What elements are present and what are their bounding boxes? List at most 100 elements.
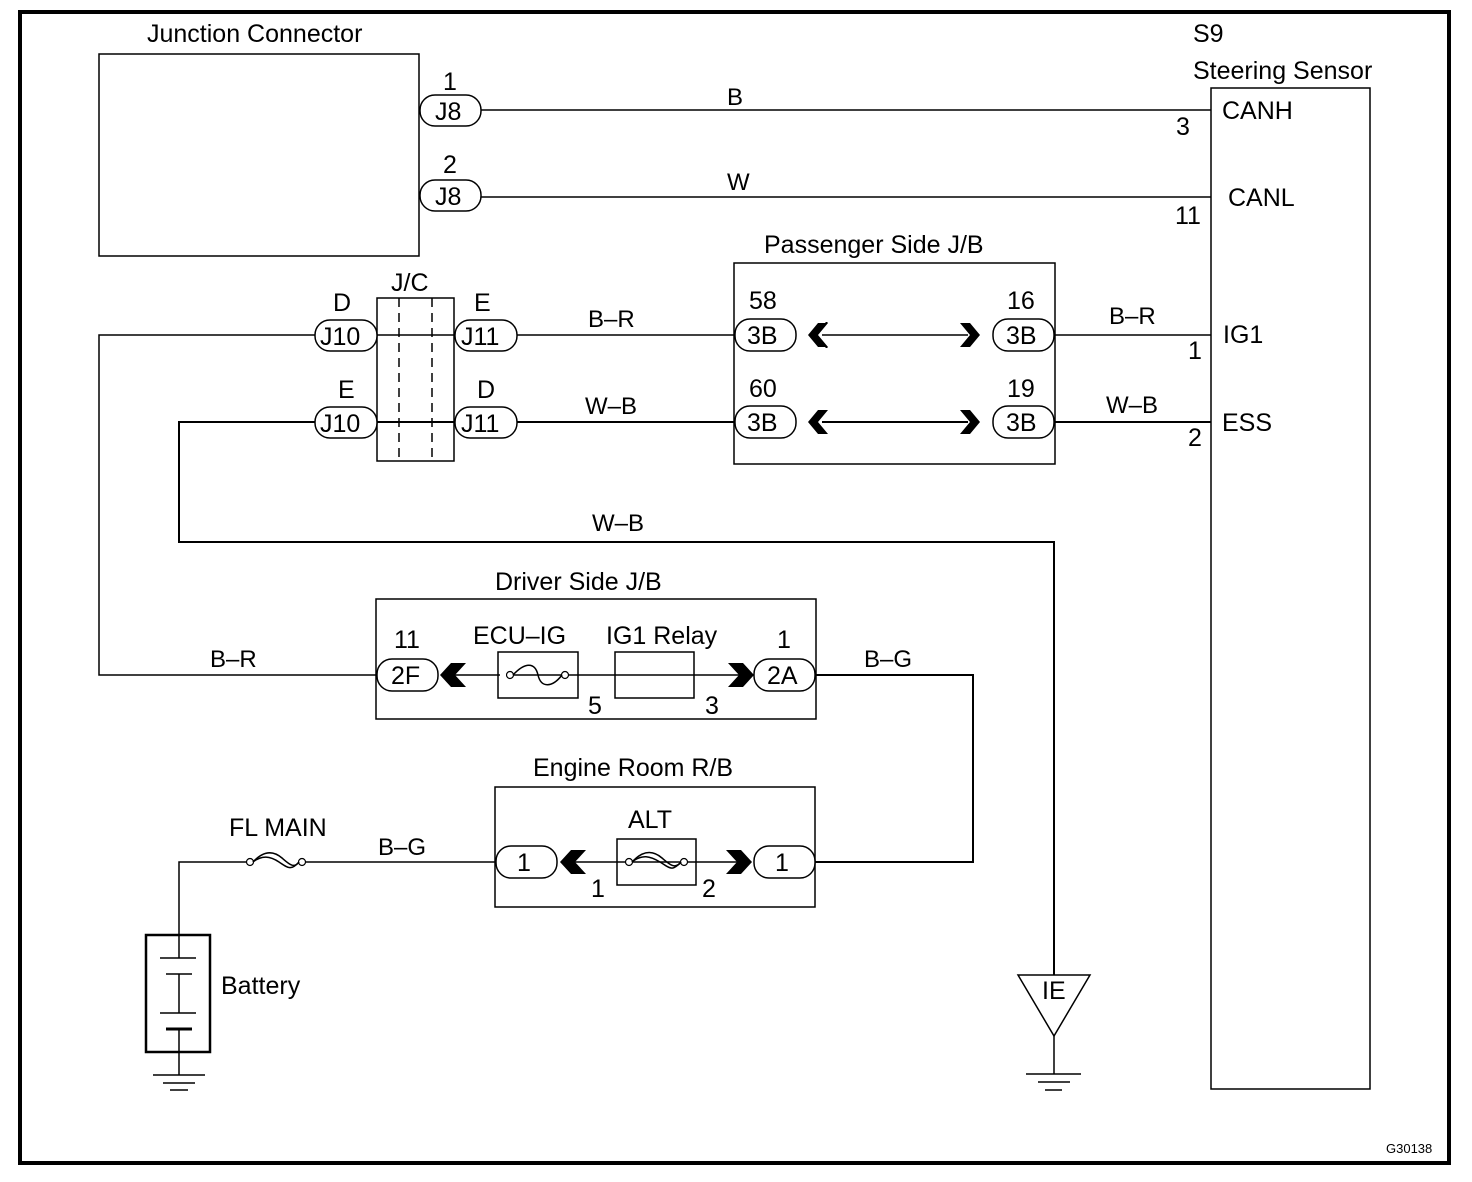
connector-pin-label: D [477,376,495,404]
connector-j11-d[interactable]: D J11 [454,376,518,439]
connector-code: J11 [461,323,499,351]
connector-pin-label: 60 [749,375,777,403]
passenger-jb-title: Passenger Side J/B [764,231,984,259]
connector-engine-rb-left[interactable]: 1 [495,845,558,879]
wire-color-canl: W [727,169,750,196]
passenger-jb-box [733,262,1056,465]
connector-2f-11[interactable]: 11 2F [376,626,439,692]
connector-oval [734,318,797,352]
arrow-left-icon [808,323,828,347]
connector-pin-label: 11 [394,626,420,654]
connector-3b-60[interactable]: 60 3B [734,375,797,439]
wire-driver-out [815,674,974,863]
terminal-pin: 11 [1175,202,1201,230]
ground-point-triangle [1016,974,1092,1038]
driver-jb-pin-label: 5 [588,692,602,720]
steering-sensor: S9 Steering Sensor CANH 3 CANL 11 IG1 1 … [1175,20,1372,1090]
wire-color-ig1-right: B–R [1109,303,1156,330]
connector-3b-16[interactable]: 16 3B [992,287,1055,352]
connector-pin-label: E [474,289,491,317]
jc-block: J/C [376,269,455,462]
connector-j11-e[interactable]: E J11 [454,289,518,352]
arrow-left-icon [560,850,586,874]
driver-jb: Driver Side J/B ECU–IG IG1 Relay 5 3 [375,568,817,720]
wire-color-ground: W–B [592,510,644,537]
connector-code: 1 [517,849,531,877]
connector-code: 3B [1006,322,1037,350]
terminal-canh: CANH [1222,97,1293,125]
driver-jb-pin-label: 3 [705,692,719,720]
connector-2a-1[interactable]: 1 2A [753,626,816,692]
battery-box [144,933,212,1054]
connector-pin-label: 1 [777,626,791,654]
connector-pin-label: D [333,289,351,317]
arrow-right-icon [726,850,752,874]
arrow-left-icon [808,410,828,434]
connector-j8-1[interactable]: 1 J8 [419,68,482,127]
connector-pin-label: 16 [1007,287,1035,315]
connector-j8-2[interactable]: 2 J8 [419,151,482,212]
terminal-pin: 2 [1188,424,1202,452]
ground-point-label: IE [1042,977,1066,1005]
diagram-id: G30138 [1386,1141,1432,1156]
wire-color-driver-out: B–G [864,646,912,673]
connector-code: J10 [320,410,360,438]
engine-rb-pin-label: 1 [591,875,605,903]
engine-rb-box [494,786,816,908]
relay-ig1-box [614,651,695,699]
connector-j10-d[interactable]: D J10 [314,289,378,352]
battery-label: Battery [221,972,301,1000]
fuse-alt-box [616,838,697,886]
connector-code: 2A [767,662,798,690]
wire-color-canh: B [727,84,743,111]
ground-icon [1026,1073,1081,1091]
wire-color-driver-in: B–R [210,646,257,673]
arrow-right-icon [728,663,754,687]
connector-3b-19[interactable]: 19 3B [992,375,1055,439]
driver-jb-title: Driver Side J/B [495,568,662,596]
fuse-ecu-ig-box [497,651,579,699]
jc-title: J/C [391,269,429,297]
connector-3b-58[interactable]: 58 3B [734,287,797,352]
fusible-link-icon [624,851,689,869]
passenger-jb: Passenger Side J/B [733,231,1056,465]
fl-main-label: FL MAIN [229,814,327,842]
connector-oval [734,405,797,439]
connector-pin-label: 1 [443,68,457,96]
wire-driver-in [98,334,377,676]
arrow-left-icon [440,663,466,687]
jc-box [376,297,455,462]
junction-connector: Junction Connector [98,20,420,257]
connector-code: 3B [1006,409,1037,437]
connector-code: J11 [461,410,499,438]
ground-icon [153,1074,205,1091]
connector-code: J8 [435,183,461,211]
connector-oval [753,845,816,879]
wire-color-ess-left: W–B [585,393,637,420]
connector-pin-label: 19 [1007,375,1035,403]
battery: Battery [144,933,301,1075]
connector-code: 1 [775,849,789,877]
driver-jb-box [375,598,817,720]
diagram-frame [18,10,1451,1165]
terminal-ig1: IG1 [1223,321,1263,349]
terminal-pin: 3 [1176,113,1190,141]
connector-pin-label: 2 [443,151,457,179]
terminal-ess: ESS [1222,409,1272,437]
terminal-canl: CANL [1228,184,1295,212]
connector-code: 2F [391,662,420,690]
engine-rb-title: Engine Room R/B [533,754,733,782]
connector-code: J8 [435,98,461,126]
junction-connector-box [98,53,420,257]
fuse-alt-label: ALT [628,806,672,834]
connector-pin-label: 58 [749,287,777,315]
connector-engine-rb-right[interactable]: 1 [753,845,816,879]
junction-connector-title: Junction Connector [147,20,362,48]
steering-sensor-code: S9 [1193,20,1224,48]
wire-ground [178,421,1055,975]
connector-j10-e[interactable]: E J10 [314,376,378,439]
fl-main-fusible-link: FL MAIN [229,814,327,869]
steering-sensor-title: Steering Sensor [1193,57,1372,85]
connector-pin-label: E [338,376,355,404]
